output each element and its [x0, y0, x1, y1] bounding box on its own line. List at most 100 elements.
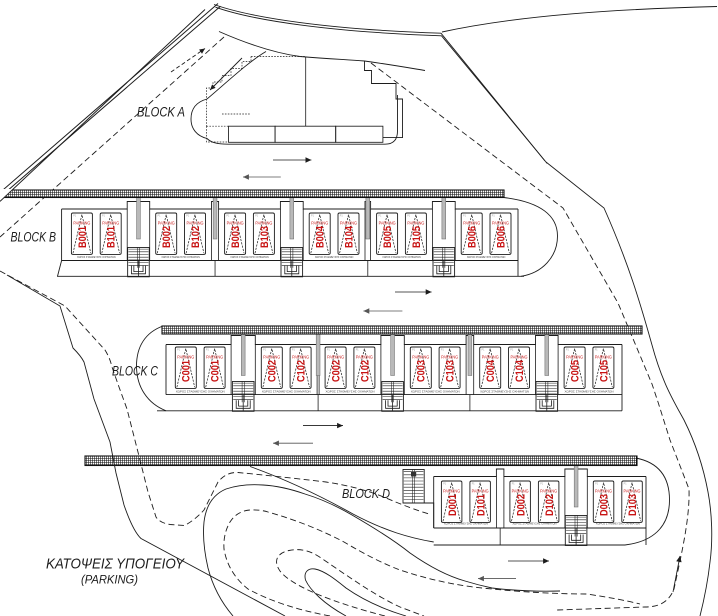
svg-text:PARKING: PARKING	[340, 221, 357, 226]
svg-text:B101: B101	[106, 226, 118, 248]
svg-text:ΧΩΡΟΣ ΣΤΑΘΜΕΥΣΗΣ ΟΧΗΜΑΤΩΝ: ΧΩΡΟΣ ΣΤΑΘΜΕΥΣΗΣ ΟΧΗΜΑΤΩΝ	[161, 255, 200, 259]
svg-text:BLOCK C: BLOCK C	[112, 363, 159, 379]
svg-text:B001: B001	[77, 226, 89, 248]
svg-text:(PARKING): (PARKING)	[81, 573, 138, 587]
svg-text:C102: C102	[296, 360, 308, 382]
svg-text:PARKING: PARKING	[407, 221, 424, 226]
svg-text:P1: P1	[472, 483, 476, 486]
svg-text:P1: P1	[566, 349, 570, 352]
svg-text:PARKING: PARKING	[595, 489, 612, 494]
svg-text:P1: P1	[177, 349, 181, 352]
svg-text:ΧΩΡΟΣ ΣΤΑΘΜΕΥΣΗΣ ΟΧΗΜΑΤΩΝ: ΧΩΡΟΣ ΣΤΑΘΜΕΥΣΗΣ ΟΧΗΜΑΤΩΝ	[444, 522, 488, 526]
svg-text:ΧΩΡΟΣ ΣΤΑΘΜΕΥΣΗΣ ΟΧΗΜΑΤΩΝ: ΧΩΡΟΣ ΣΤΑΘΜΕΥΣΗΣ ΟΧΗΜΑΤΩΝ	[262, 389, 311, 393]
svg-text:P1: P1	[540, 483, 544, 486]
svg-text:PARKING: PARKING	[595, 355, 612, 360]
svg-text:P1: P1	[595, 483, 599, 486]
svg-text:ΧΩΡΟΣ ΣΤΑΘΜΕΥΣΗΣ ΟΧΗΜΑΤΩΝ: ΧΩΡΟΣ ΣΤΑΘΜΕΥΣΗΣ ΟΧΗΜΑΤΩΝ	[411, 389, 460, 393]
svg-text:C102: C102	[359, 360, 371, 382]
svg-text:D101: D101	[475, 494, 487, 516]
svg-text:PARKING: PARKING	[255, 221, 272, 226]
svg-text:B006: B006	[467, 226, 479, 248]
svg-text:PARKING: PARKING	[482, 355, 499, 360]
svg-text:PARKING: PARKING	[512, 489, 529, 494]
svg-text:PARKING: PARKING	[443, 489, 460, 494]
svg-text:PARKING: PARKING	[158, 221, 175, 226]
svg-text:P1: P1	[255, 215, 259, 218]
svg-text:BLOCK A: BLOCK A	[137, 105, 185, 121]
svg-text:C002: C002	[331, 360, 343, 382]
svg-text:P1: P1	[378, 215, 382, 218]
svg-text:P1: P1	[263, 349, 267, 352]
svg-text:PARKING: PARKING	[292, 355, 309, 360]
svg-text:P1: P1	[512, 483, 516, 486]
svg-text:PARKING: PARKING	[540, 489, 557, 494]
svg-text:ΧΩΡΟΣ ΣΤΑΘΜΕΥΣΗΣ ΟΧΗΜΑΤΩΝ: ΧΩΡΟΣ ΣΤΑΘΜΕΥΣΗΣ ΟΧΗΜΑΤΩΝ	[230, 255, 269, 259]
svg-text:PARKING: PARKING	[327, 355, 344, 360]
svg-text:P1: P1	[311, 215, 315, 218]
svg-text:C104: C104	[514, 359, 526, 382]
svg-text:C103: C103	[445, 360, 457, 382]
svg-text:PARKING: PARKING	[492, 221, 509, 226]
svg-text:PARKING: PARKING	[624, 489, 641, 494]
svg-text:P1: P1	[158, 215, 162, 218]
svg-text:D102: D102	[544, 494, 556, 516]
svg-text:ΧΩΡΟΣ ΣΤΑΘΜΕΥΣΗΣ ΟΧΗΜΑΤΩΝ: ΧΩΡΟΣ ΣΤΑΘΜΕΥΣΗΣ ΟΧΗΜΑΤΩΝ	[565, 389, 614, 393]
svg-text:P1: P1	[443, 483, 447, 486]
svg-text:PARKING: PARKING	[511, 355, 528, 360]
svg-text:B002: B002	[161, 226, 173, 248]
svg-text:B006: B006	[495, 226, 507, 248]
svg-text:B102: B102	[190, 226, 202, 248]
svg-text:C001: C001	[210, 360, 222, 382]
svg-text:PARKING: PARKING	[263, 355, 280, 360]
svg-text:P1: P1	[624, 483, 628, 486]
svg-text:P1: P1	[356, 349, 360, 352]
svg-text:PARKING: PARKING	[566, 355, 583, 360]
svg-text:D103: D103	[627, 494, 639, 516]
svg-text:C004: C004	[485, 359, 497, 382]
svg-text:BLOCK B: BLOCK B	[11, 230, 57, 246]
svg-text:ΧΩΡΟΣ ΣΤΑΘΜΕΥΣΗΣ ΟΧΗΜΑΤΩΝ: ΧΩΡΟΣ ΣΤΑΘΜΕΥΣΗΣ ΟΧΗΜΑΤΩΝ	[326, 389, 375, 393]
svg-text:ΧΩΡΟΣ ΣΤΑΘΜΕΥΣΗΣ ΟΧΗΜΑΤΩΝ: ΧΩΡΟΣ ΣΤΑΘΜΕΥΣΗΣ ΟΧΗΜΑΤΩΝ	[77, 255, 116, 259]
svg-text:PARKING: PARKING	[356, 355, 373, 360]
svg-text:ΧΩΡΟΣ ΣΤΑΘΜΕΥΣΗΣ ΟΧΗΜΑΤΩΝ: ΧΩΡΟΣ ΣΤΑΘΜΕΥΣΗΣ ΟΧΗΜΑΤΩΝ	[382, 255, 421, 259]
svg-text:ΧΩΡΟΣ ΣΤΑΘΜΕΥΣΗΣ ΟΧΗΜΑΤΩΝ: ΧΩΡΟΣ ΣΤΑΘΜΕΥΣΗΣ ΟΧΗΜΑΤΩΝ	[467, 255, 506, 259]
svg-text:P1: P1	[412, 349, 416, 352]
svg-text:P1: P1	[441, 349, 445, 352]
svg-text:D001: D001	[447, 494, 459, 516]
svg-text:ΧΩΡΟΣ ΣΤΑΘΜΕΥΣΗΣ ΟΧΗΜΑΤΩΝ: ΧΩΡΟΣ ΣΤΑΘΜΕΥΣΗΣ ΟΧΗΜΑΤΩΝ	[315, 255, 354, 259]
svg-text:P1: P1	[186, 215, 190, 218]
svg-text:PARKING: PARKING	[463, 221, 480, 226]
svg-text:PARKING: PARKING	[441, 355, 458, 360]
svg-text:P1: P1	[327, 349, 331, 352]
svg-text:PARKING: PARKING	[379, 221, 396, 226]
svg-text:PARKING: PARKING	[206, 355, 223, 360]
svg-text:BLOCK D: BLOCK D	[342, 486, 390, 501]
svg-text:P1: P1	[463, 215, 467, 218]
svg-text:ΚΑΤΟΨΕΙΣ ΥΠΟΓΕΙΟΥ: ΚΑΤΟΨΕΙΣ ΥΠΟΓΕΙΟΥ	[46, 557, 185, 573]
svg-text:P1: P1	[206, 349, 210, 352]
svg-text:PARKING: PARKING	[187, 221, 204, 226]
svg-text:PARKING: PARKING	[177, 355, 194, 360]
svg-text:B005: B005	[382, 226, 394, 248]
svg-text:B103: B103	[259, 226, 271, 248]
svg-text:P1: P1	[492, 215, 496, 218]
svg-text:PARKING: PARKING	[73, 221, 90, 226]
svg-text:D003: D003	[599, 494, 611, 516]
svg-text:PARKING: PARKING	[412, 355, 429, 360]
svg-text:D002: D002	[515, 494, 527, 516]
svg-text:P1: P1	[226, 215, 230, 218]
svg-text:P1: P1	[292, 349, 296, 352]
svg-text:PARKING: PARKING	[472, 489, 489, 494]
svg-text:ΧΩΡΟΣ ΣΤΑΘΜΕΥΣΗΣ ΟΧΗΜΑΤΩΝ: ΧΩΡΟΣ ΣΤΑΘΜΕΥΣΗΣ ΟΧΗΜΑΤΩΝ	[596, 522, 640, 526]
svg-text:P1: P1	[510, 349, 514, 352]
svg-text:PARKING: PARKING	[311, 221, 328, 226]
svg-text:B105: B105	[411, 226, 423, 248]
svg-text:P1: P1	[73, 215, 77, 218]
svg-text:B004: B004	[315, 225, 327, 248]
svg-text:P1: P1	[340, 215, 344, 218]
svg-text:ΧΩΡΟΣ ΣΤΑΘΜΕΥΣΗΣ ΟΧΗΜΑΤΩΝ: ΧΩΡΟΣ ΣΤΑΘΜΕΥΣΗΣ ΟΧΗΜΑΤΩΝ	[512, 522, 556, 526]
svg-text:PARKING: PARKING	[227, 221, 244, 226]
svg-text:PARKING: PARKING	[102, 221, 119, 226]
svg-text:C005: C005	[570, 360, 582, 382]
svg-text:P1: P1	[102, 215, 106, 218]
